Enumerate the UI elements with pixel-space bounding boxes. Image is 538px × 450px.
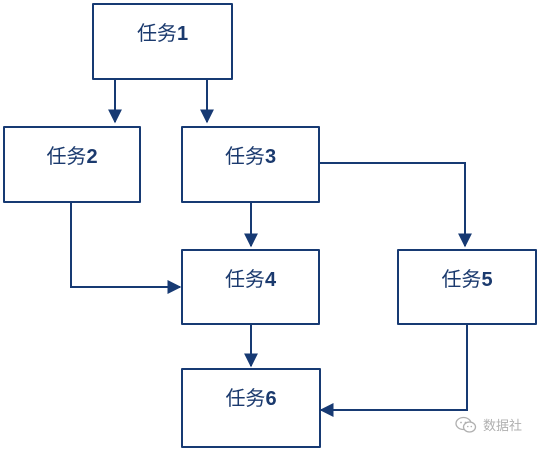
watermark: 数据社 (455, 415, 522, 434)
task-box-4: 任务4 (181, 249, 320, 325)
watermark-label: 数据社 (483, 419, 523, 434)
edge-3-5 (320, 162, 472, 248)
task-label-4: 任务4 (224, 269, 277, 291)
task-box-6: 任务6 (181, 368, 321, 448)
task-label-3: 任务3 (224, 146, 277, 168)
task-label-6: 任务6 (225, 388, 277, 410)
task-box-2: 任务2 (3, 126, 141, 203)
edge-5-6 (319, 324, 468, 417)
task-box-3: 任务3 (181, 126, 320, 203)
task-label-2: 任务2 (46, 146, 98, 168)
task-box-5: 任务5 (397, 249, 537, 325)
wechat-icon (455, 416, 477, 433)
edge-2-4 (70, 203, 182, 294)
task-label-1: 任务1 (136, 23, 189, 45)
task-label-5: 任务5 (441, 269, 493, 291)
task-box-1: 任务1 (92, 3, 233, 80)
